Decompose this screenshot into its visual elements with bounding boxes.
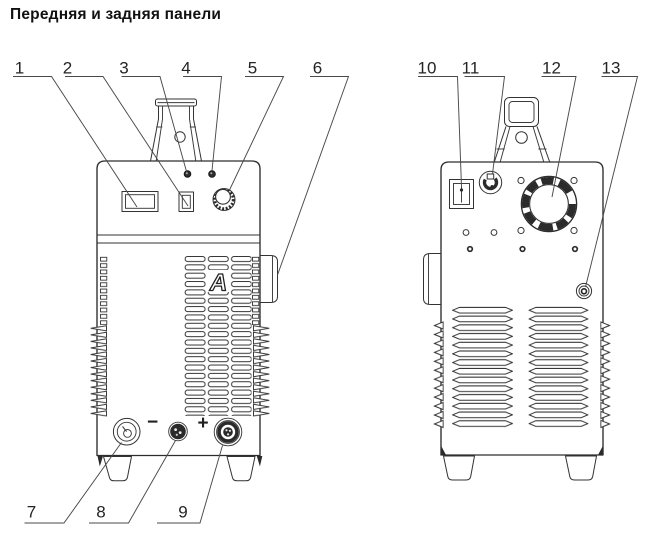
callout-4: 4 [181,59,223,171]
digital-display [121,191,159,212]
logo-backing [206,270,230,292]
callout-5: 5 [229,59,285,191]
callout-number-8: 8 [96,503,105,522]
callout-number-5: 5 [248,59,257,78]
callout-number-3: 3 [119,59,128,78]
left-heatsink-fins [89,325,107,417]
fan-grille [520,175,578,233]
plus-label: + [197,413,208,434]
front-left-foot [103,456,132,482]
power-led [183,170,192,178]
negative-terminal [112,417,141,446]
front-body-outline [96,160,261,457]
panel-holes [462,229,579,253]
callout-8: 8 [89,440,176,524]
rear-right-foot [565,455,597,481]
front-handle [150,98,202,162]
rear-louver-column-right [528,306,589,429]
callout-11: 11 [462,59,506,175]
callout-number-6: 6 [313,59,322,78]
callout-7: 7 [24,442,122,524]
ground-stud [575,282,593,300]
rear-right-corner-wedge [598,446,603,455]
callout-1: 1 [13,59,138,208]
aux-connector [478,170,503,195]
remote-connector [168,421,188,442]
side-bracket-front [260,255,278,303]
brand-logo: А [209,270,227,297]
callout-number-1: 1 [15,59,24,78]
callout-number-12: 12 [542,59,561,78]
callout-13: 13 [585,59,639,288]
callout-12: 12 [541,59,577,198]
current-knob [212,188,236,211]
callout-3: 3 [119,59,187,172]
callout-number-9: 9 [178,503,187,522]
callout-10: 10 [418,59,462,188]
left-fin-strip [100,256,108,325]
rear-louver-column-left [452,306,513,429]
rear-body-outline [440,161,604,456]
page-title: Передняя и задняя панели [10,6,222,23]
front-left-corner-wedge [97,456,103,467]
callout-number-7: 7 [27,503,36,522]
callouts: 1 2 3 4 5 6 7 [13,59,639,524]
front-right-foot [226,456,256,482]
positive-terminal [213,417,243,447]
front-device: А − + [89,98,278,482]
overheat-led [208,170,216,178]
side-bracket-rear [423,253,441,305]
callout-number-4: 4 [181,59,190,78]
rear-handle-hole [515,131,528,144]
handle-hole [174,131,186,143]
fan-screw-holes [517,176,578,235]
callout-number-13: 13 [602,59,621,78]
minus-label: − [147,412,158,433]
function-switch [178,191,194,212]
rear-left-foot [443,455,475,481]
rear-right-heatsink-fins [600,321,611,429]
callout-number-11: 11 [462,59,480,78]
callout-9: 9 [157,445,223,524]
callout-number-10: 10 [418,59,437,78]
rear-handle [493,97,551,163]
callout-6: 6 [277,59,350,276]
right-fin-strip [252,256,260,325]
callout-2: 2 [63,59,189,207]
callout-number-2: 2 [63,59,72,78]
rear-device [423,97,611,481]
rear-left-heatsink-fins [433,321,444,429]
right-heatsink-fins [253,325,271,417]
front-right-corner-wedge [256,456,263,467]
rear-left-corner-wedge [441,446,446,455]
